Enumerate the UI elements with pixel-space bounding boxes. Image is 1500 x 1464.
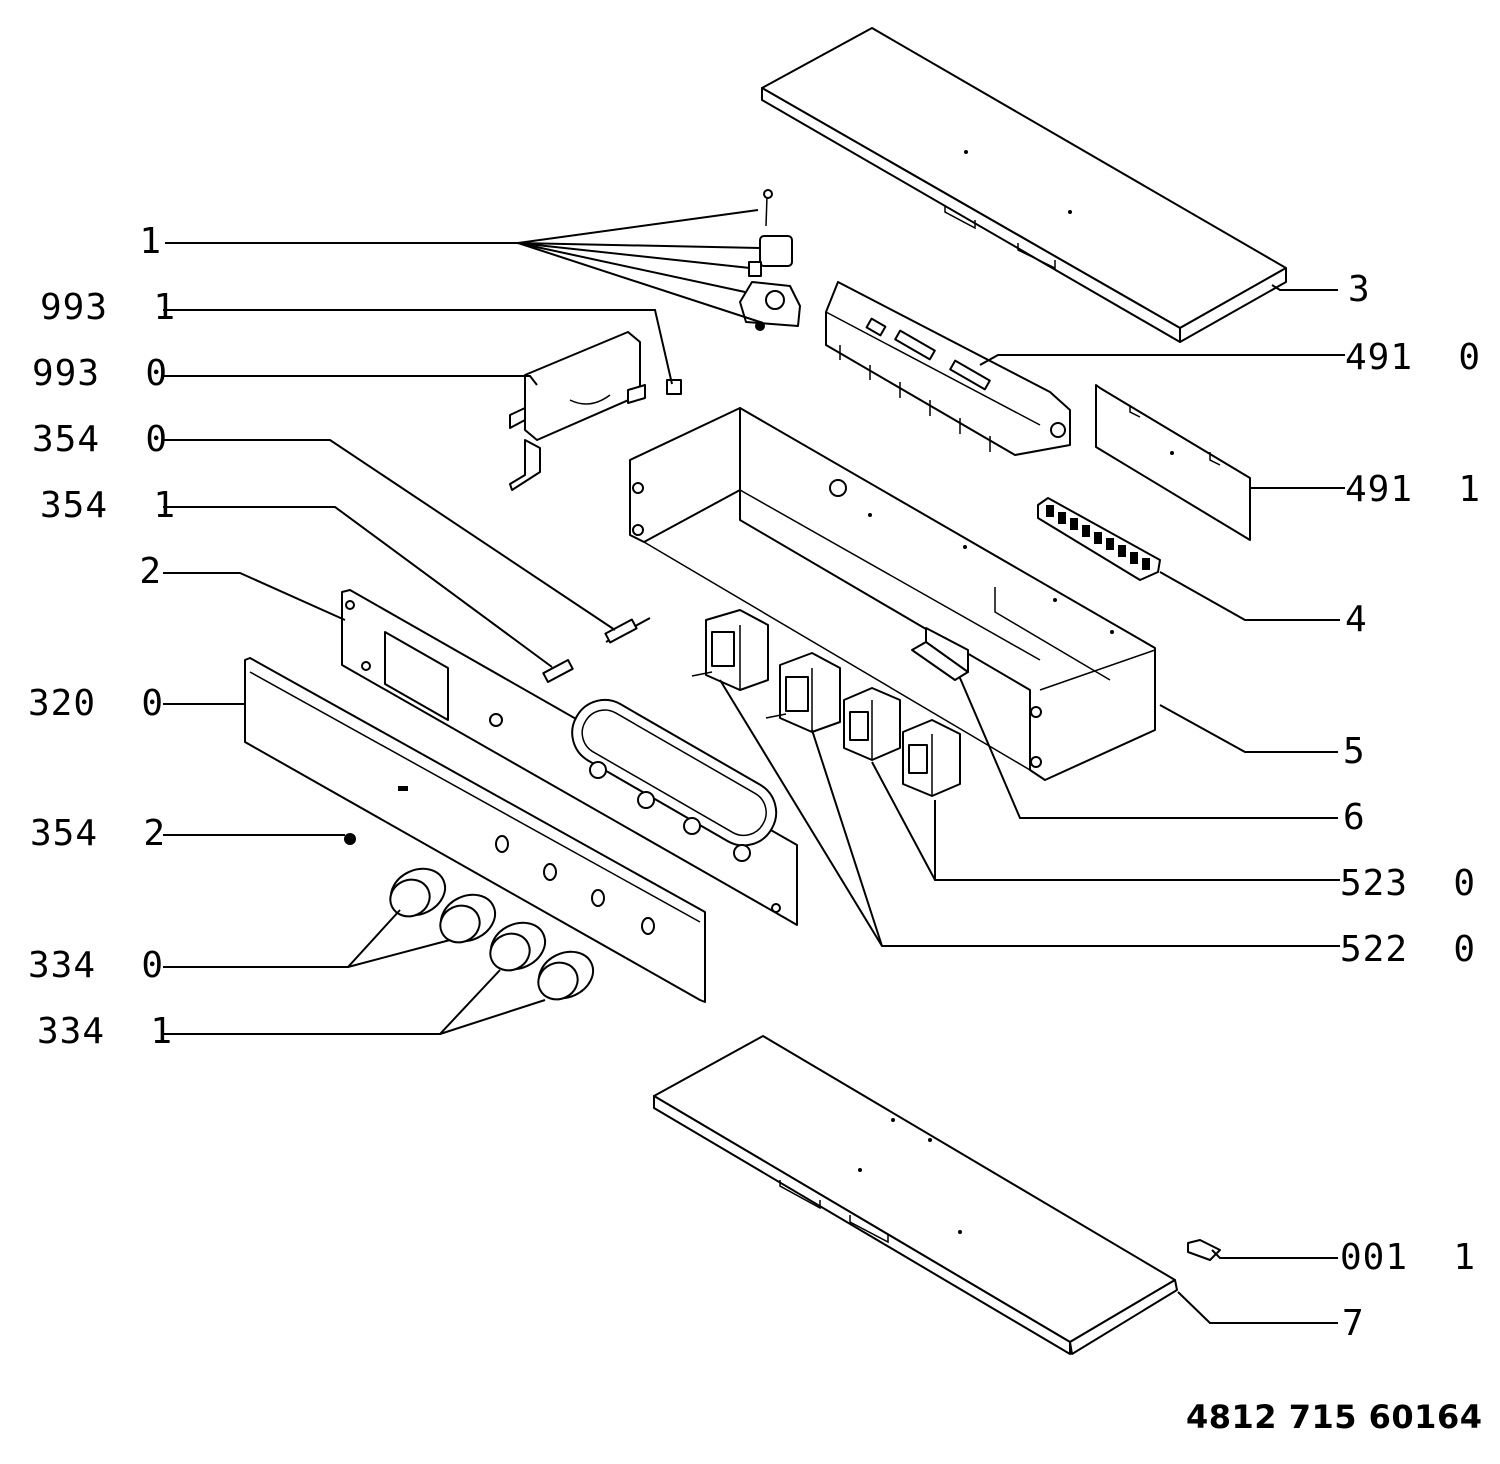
terminal-strip bbox=[1037, 497, 1161, 581]
control-box-frame bbox=[629, 407, 1156, 781]
callout-354-1: 354 1 bbox=[40, 485, 177, 526]
top-cover-panel bbox=[761, 27, 1287, 343]
bottom-cover-panel bbox=[653, 1035, 1178, 1355]
callout-4: 4 bbox=[1345, 599, 1368, 640]
callout-001-1: 001 1 bbox=[1340, 1237, 1477, 1278]
callout-3: 3 bbox=[1348, 269, 1371, 310]
callout-5: 5 bbox=[1343, 731, 1366, 772]
cover-plate bbox=[1095, 384, 1251, 541]
thermostat-right bbox=[902, 719, 961, 797]
callout-2: 2 bbox=[139, 551, 162, 592]
callout-993-1: 993 1 bbox=[40, 287, 177, 328]
callout-491-1: 491 1 bbox=[1345, 469, 1482, 510]
panel-screw bbox=[344, 833, 356, 845]
rotary-switch-right bbox=[765, 652, 841, 733]
callout-993-0: 993 0 bbox=[32, 353, 169, 394]
angle-bracket bbox=[911, 627, 969, 681]
pin-short bbox=[542, 659, 574, 683]
callout-334-0: 334 0 bbox=[28, 945, 165, 986]
small-clip bbox=[1187, 1239, 1221, 1261]
control-knob-3 bbox=[489, 921, 547, 972]
leader-lines-right bbox=[719, 284, 1345, 1324]
control-knob-4 bbox=[537, 950, 595, 1001]
leader-lines-left bbox=[163, 209, 761, 1035]
callout-6: 6 bbox=[1343, 797, 1366, 838]
inner-control-panel bbox=[341, 589, 798, 926]
callout-320-0: 320 0 bbox=[28, 683, 165, 724]
pin-long bbox=[604, 617, 651, 644]
front-control-panel bbox=[244, 657, 706, 1003]
rotary-switch-left bbox=[691, 609, 769, 691]
callout-523-0: 523 0 bbox=[1340, 863, 1477, 904]
callout-334-1: 334 1 bbox=[37, 1011, 174, 1052]
control-knob-1 bbox=[389, 867, 447, 918]
callout-1: 1 bbox=[139, 221, 162, 262]
callout-354-2: 354 2 bbox=[30, 813, 167, 854]
switch-hardware-cluster bbox=[739, 189, 801, 331]
callout-354-0: 354 0 bbox=[32, 419, 169, 460]
callout-522-0: 522 0 bbox=[1340, 929, 1477, 970]
mounting-bracket bbox=[509, 331, 682, 491]
control-knob-2 bbox=[439, 893, 497, 944]
callout-7: 7 bbox=[1342, 1303, 1365, 1344]
terminal-support-rail bbox=[825, 281, 1071, 456]
thermostat-left bbox=[843, 687, 901, 761]
document-number: 4812 715 60164 bbox=[1186, 1398, 1483, 1436]
callout-491-0: 491 0 bbox=[1345, 337, 1482, 378]
